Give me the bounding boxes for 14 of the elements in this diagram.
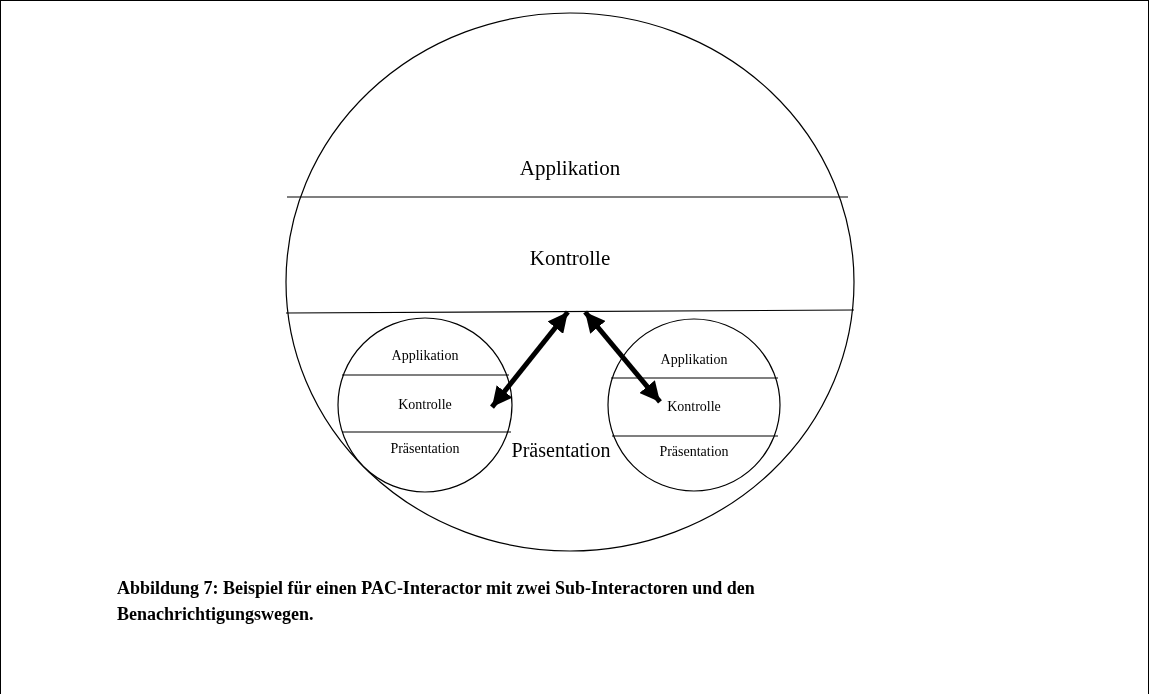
section-label: Applikation	[365, 340, 485, 372]
double-arrow	[583, 310, 662, 404]
double-arrow	[490, 310, 570, 409]
section-label: Kontrolle	[660, 392, 728, 422]
section-label: Präsentation	[510, 437, 612, 463]
interactor-ellipse	[285, 12, 855, 552]
figure-caption: Abbildung 7: Beispiel für einen PAC-Interactor mit zwei Sub-Interactoren und den Benachrichtigungswegen.	[117, 577, 756, 626]
section-label: Applikation	[345, 140, 795, 197]
section-label: Applikation	[634, 345, 754, 375]
section-label: Präsentation	[355, 434, 495, 464]
section-label: Präsentation	[624, 437, 764, 467]
interactor-circle	[337, 317, 513, 493]
section-label: Kontrolle	[300, 205, 840, 312]
section-label: Kontrolle	[358, 390, 492, 420]
